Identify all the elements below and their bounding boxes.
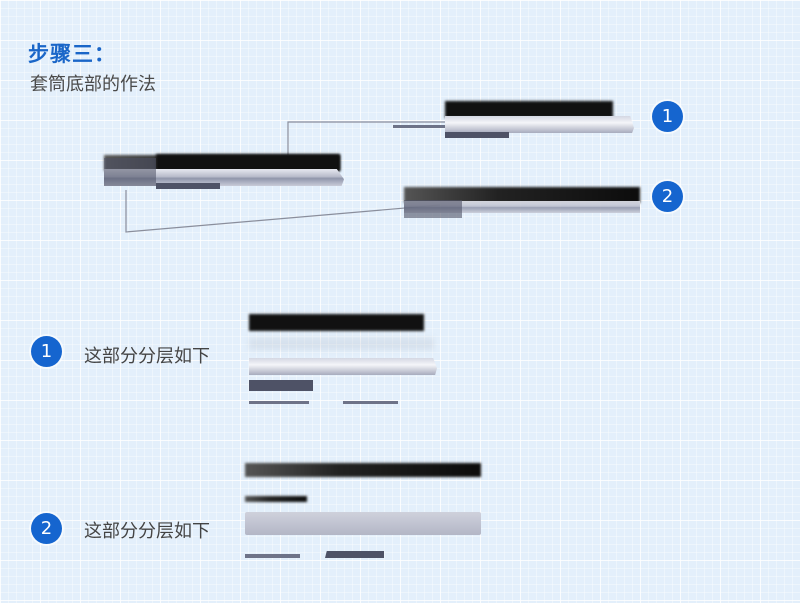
part2-left-cap — [404, 200, 462, 218]
layer-1-strip — [249, 380, 313, 391]
layer-1-body — [249, 358, 437, 375]
main-shape-base-strip — [156, 183, 220, 189]
layer-2-body — [245, 512, 481, 535]
layer-1-haze — [249, 338, 434, 350]
part1-base-strip — [445, 132, 509, 138]
layer-2-line-right — [325, 551, 384, 558]
layer-1-line-right — [343, 401, 398, 404]
part2-body — [404, 201, 640, 213]
part2-top-dark — [404, 187, 640, 203]
main-shape-body — [104, 169, 344, 186]
section-1-badge: 1 — [31, 336, 62, 367]
step-subtitle: 套筒底部的作法 — [30, 74, 156, 95]
step-title: 步骤三： — [28, 42, 116, 66]
badge-1: 1 — [652, 101, 683, 132]
section-1-label: 这部分分层如下 — [84, 346, 210, 367]
part1-left-tick — [393, 125, 445, 128]
layer-1-line-left — [249, 401, 309, 404]
badge-2: 2 — [652, 181, 683, 212]
layer-2-line-left — [245, 554, 300, 558]
layer-2-small-dark — [245, 496, 307, 502]
layer-1-dark — [249, 314, 424, 331]
connector-lines — [125, 121, 445, 233]
sleeve-bottom-illustration: 1 2 — [0, 0, 800, 260]
layer-2-dark — [245, 463, 481, 477]
section-2-badge: 2 — [31, 513, 62, 544]
part1-body — [445, 116, 634, 133]
section-2-label: 这部分分层如下 — [84, 521, 210, 542]
main-shape-left-cap — [104, 158, 156, 186]
main-shape-top-core — [156, 154, 340, 171]
part1-top-dark — [445, 101, 613, 118]
